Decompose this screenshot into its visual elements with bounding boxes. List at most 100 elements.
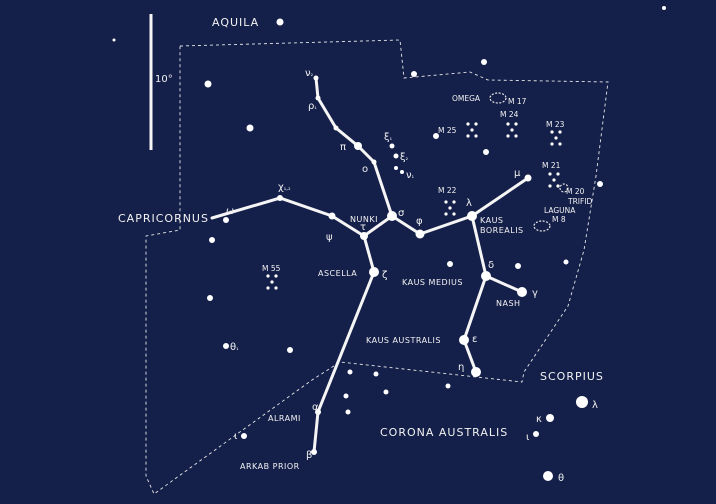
dso-label-m23: M 23: [546, 120, 565, 129]
star-name-nunki: NUNKI: [350, 215, 378, 224]
greek-nu1: ν₁: [406, 170, 415, 181]
dso-label-omega: OMEGA: [452, 94, 481, 103]
star-alpha-alrami: [315, 409, 321, 415]
nash-line: [484, 274, 524, 294]
star-xi2: [393, 153, 399, 159]
greek-alpha: α: [312, 402, 319, 413]
cluster-m21: [548, 172, 560, 188]
star-name-kaus-borealis-1: KAUS: [480, 216, 504, 225]
greek-delta: δ: [488, 260, 494, 271]
dso-label-m8: M 8: [552, 215, 566, 224]
greek-gamma: γ: [532, 288, 538, 299]
deep-sky-objects: [266, 92, 569, 290]
dso-label-lagoon: LAGUNA: [544, 206, 576, 215]
star-pi: [354, 142, 362, 150]
star-sco-theta: [543, 471, 553, 481]
star-omega: [223, 217, 229, 223]
greek-sco-theta: θ: [558, 473, 564, 484]
cluster-m23: [550, 130, 562, 146]
star-tau: [360, 232, 368, 240]
star-omicron: [371, 159, 377, 165]
dso-label-m17: M 17: [508, 97, 527, 106]
star-name-nash: NASH: [496, 299, 521, 308]
star-zeta-ascella: [369, 267, 379, 277]
star-epsilon-kaus-australis: [459, 335, 469, 345]
dso-label-m20: M 20: [566, 187, 585, 196]
dso-label-m24: M 24: [500, 110, 519, 119]
star-eta: [471, 367, 481, 377]
star-name-alrami: ALRAMI: [268, 414, 301, 423]
star-delta-kaus-medius: [481, 271, 491, 281]
star: [662, 6, 666, 10]
star-chi: [277, 195, 283, 201]
greek-sco-lambda: λ: [592, 400, 598, 411]
greek-rho1: ρ₁: [308, 101, 317, 112]
star-name-ascella: ASCELLA: [318, 269, 357, 278]
star: [345, 409, 351, 415]
greek-beta: β: [306, 450, 312, 461]
dso-label-trifid: TRIFID: [567, 197, 593, 206]
greek-mu: μ: [514, 168, 521, 179]
star-nu1-b: [400, 170, 404, 174]
star-sigma-nunki: [387, 211, 397, 221]
star: [276, 18, 284, 26]
dso-label-m25: M 25: [438, 126, 457, 135]
greek-pi: π: [340, 142, 346, 153]
star-phi: [415, 229, 425, 239]
star-beta-arkab-prior: [311, 449, 317, 455]
star-sco-kappa: [546, 414, 554, 422]
cluster-m25: [466, 122, 478, 138]
bow-line: [314, 76, 394, 218]
greek-phi: φ: [416, 216, 423, 227]
greek-iota: ι: [234, 431, 238, 442]
scale-label: 10°: [155, 74, 173, 85]
star-iota: [241, 433, 247, 439]
constellation-label-corona-australis: CORONA AUSTRALIS: [380, 426, 508, 439]
star-theta1: [223, 343, 229, 349]
greek-sco-kappa: κ: [536, 414, 542, 425]
star-name-kaus-medius: KAUS MEDIUS: [402, 278, 463, 287]
star-nu2: [313, 75, 319, 81]
cluster-m55: [266, 274, 278, 290]
star-psi: [328, 212, 336, 220]
star-sco-iota: [533, 431, 539, 437]
star-name-arkab-prior: ARKAB PRIOR: [240, 462, 300, 471]
greek-omicron: ο: [362, 164, 368, 175]
stars: [112, 6, 666, 481]
nebula-omega-m17: [489, 92, 507, 104]
star-name-kaus-borealis-2: BOREALIS: [480, 226, 524, 235]
star: [515, 263, 521, 269]
star: [445, 383, 451, 389]
star-xi2-top: [389, 143, 395, 149]
greek-nu2: ν₂: [305, 68, 314, 79]
arm-line: [210, 196, 488, 374]
greek-omega: ω: [226, 206, 234, 217]
star-sco-lambda: [576, 396, 588, 408]
star: [246, 124, 254, 132]
dso-label-m55: M 55: [262, 264, 281, 273]
star-mu: [524, 174, 532, 182]
star-nu1-a: [394, 166, 398, 170]
star: [112, 38, 116, 42]
greek-lambda: λ: [466, 198, 472, 209]
greek-epsilon: ε: [472, 334, 477, 345]
constellation-label-capricornus: CAPRICORNUS: [118, 212, 209, 225]
star: [411, 71, 417, 77]
star: [209, 237, 215, 243]
cluster-m22: [444, 200, 456, 216]
greek-sigma: σ: [398, 208, 405, 219]
greek-tau: τ: [360, 222, 366, 233]
greek-xi2: ξ₂: [400, 152, 409, 163]
star: [597, 181, 603, 187]
star: [333, 125, 339, 131]
dso-label-m22: M 22: [438, 186, 457, 195]
star: [383, 389, 389, 395]
greek-psi: ψ: [326, 232, 333, 243]
dso-label-m21: M 21: [542, 161, 561, 170]
star: [433, 133, 439, 139]
greek-zeta: ζ: [382, 270, 387, 281]
constellation-boundary: [145, 39, 609, 495]
star: [207, 295, 213, 301]
